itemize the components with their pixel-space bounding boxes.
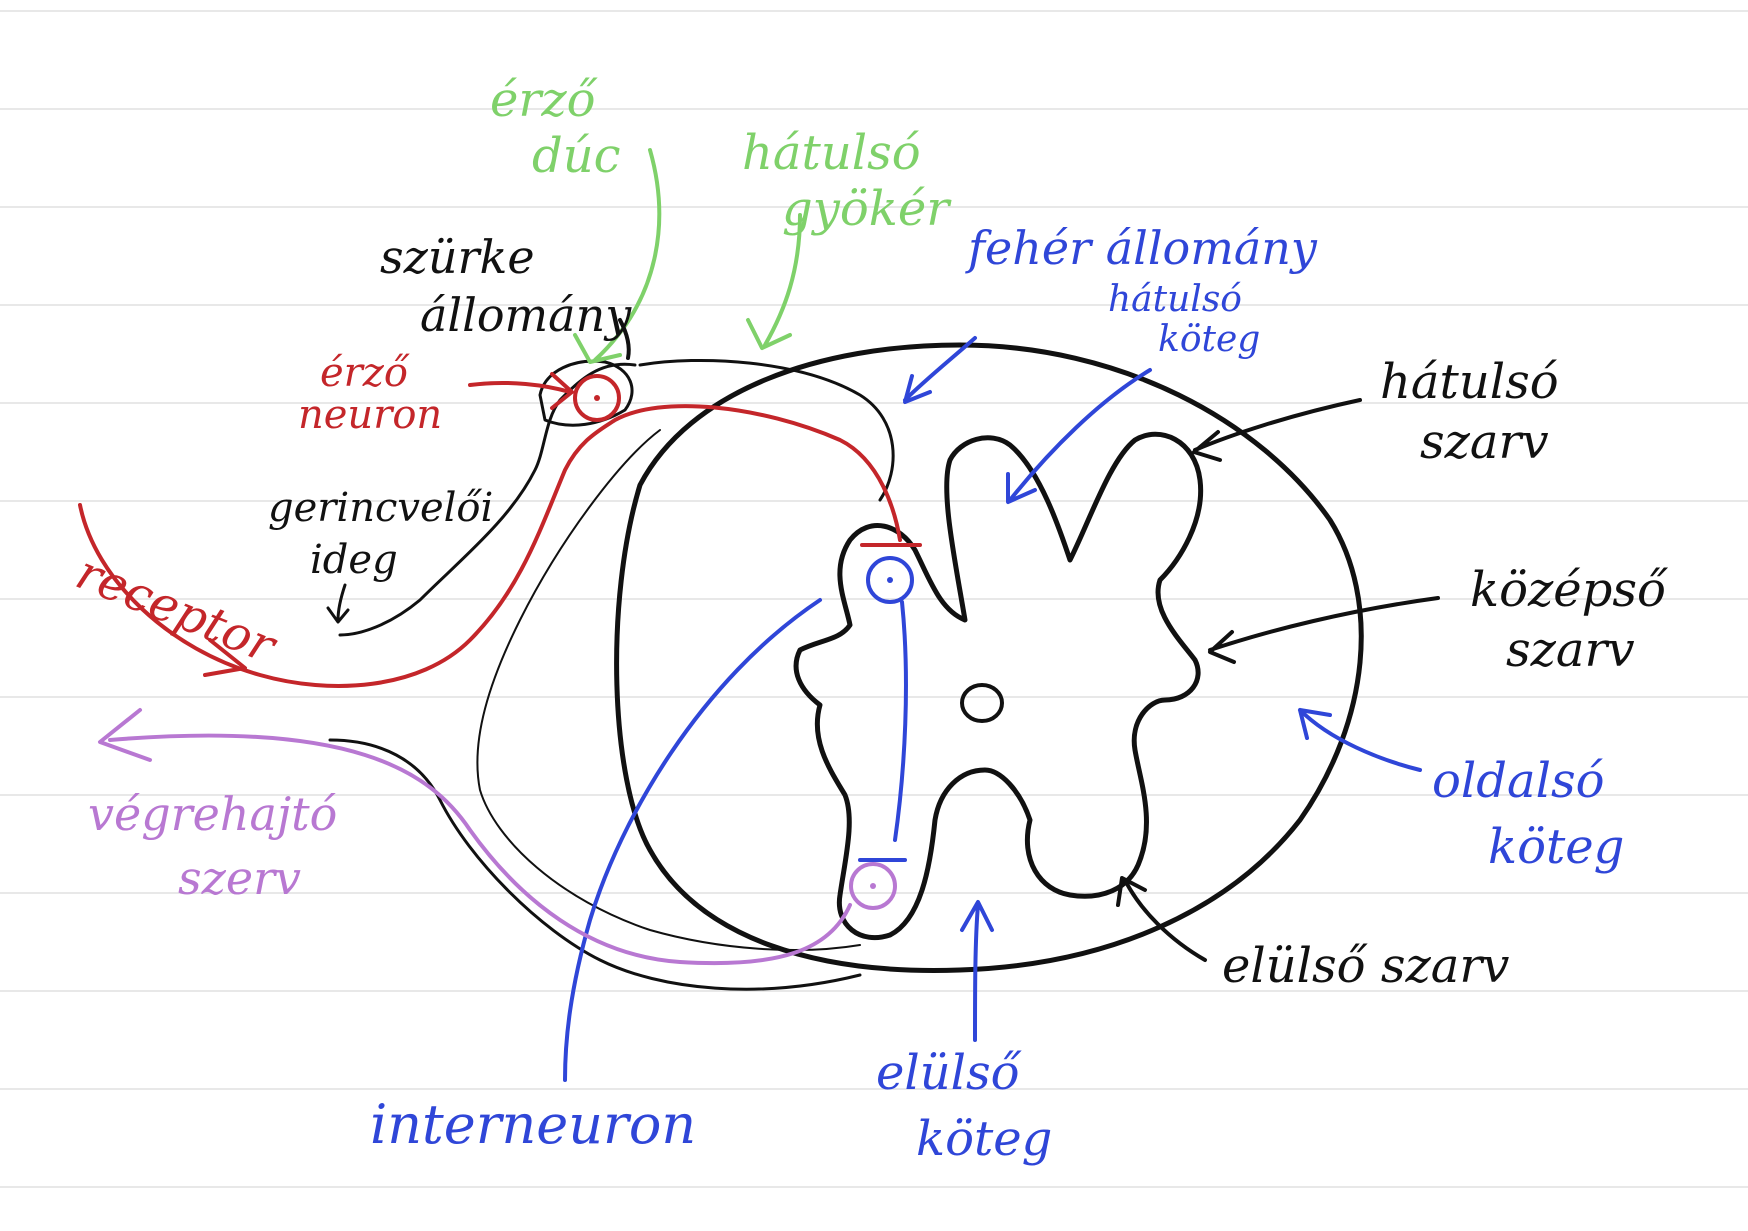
- label-anterior-column: elülső köteg: [876, 1040, 1052, 1172]
- posterior-column-arrow: [1006, 368, 1152, 504]
- ruled-line: [0, 990, 1748, 992]
- ruled-line: [0, 108, 1748, 110]
- ruled-line: [0, 598, 1748, 600]
- sensory-pathway: [78, 404, 902, 688]
- ruled-line: [0, 696, 1748, 698]
- label-line: köteg: [916, 1111, 1053, 1167]
- label-sensory-ganglion: érző dúc: [490, 72, 621, 184]
- label-line: hátulsó: [1108, 279, 1242, 320]
- ruled-line: [0, 892, 1748, 894]
- motor-neuron-body: [849, 862, 897, 910]
- central-canal: [960, 683, 1004, 723]
- label-sensory-neuron: érző neuron: [298, 352, 442, 436]
- label-line: gyökér: [782, 181, 950, 237]
- ruled-line: [0, 1186, 1748, 1188]
- label-grey-matter: szürke állomány: [380, 228, 631, 344]
- posterior-horn-arrow: [1192, 398, 1362, 462]
- sensory-neuron-nucleus: [594, 395, 600, 401]
- nerve-inner-line: [476, 429, 861, 951]
- label-line: köteg: [1488, 819, 1625, 875]
- label-line: oldalsó: [1432, 753, 1605, 809]
- nerve-sheath-outer: [328, 738, 862, 991]
- label-posterior-column: hátulsó köteg: [1108, 280, 1260, 360]
- spinal-cord-outline: [614, 342, 1364, 973]
- label-line: végrehajtó: [88, 787, 338, 841]
- ganglion-outline: [538, 359, 634, 427]
- white-matter-arrow: [903, 336, 977, 404]
- label-line: köteg: [1158, 319, 1261, 360]
- label-line: érző: [490, 72, 596, 128]
- anterior-column-arrow: [960, 900, 994, 1042]
- receptor-arrow-head: [203, 638, 247, 677]
- label-middle-horn: középső szarv: [1470, 560, 1666, 680]
- sensory-neuron-arrow: [468, 372, 574, 410]
- label-line: hátulsó: [742, 125, 921, 181]
- label-line: hátulsó: [1380, 354, 1559, 410]
- label-interneuron: interneuron: [370, 1093, 697, 1156]
- nerve-sheath-root: [338, 362, 637, 637]
- anterior-horn-arrow: [1116, 876, 1207, 962]
- label-line: ideg: [310, 537, 398, 583]
- ruled-line: [0, 402, 1748, 404]
- motor-pathway: [108, 733, 852, 966]
- label-line: érző: [320, 350, 408, 396]
- label-line: gerincvelői: [268, 485, 494, 531]
- ruled-line: [0, 500, 1748, 502]
- ruled-line: [0, 794, 1748, 796]
- label-line: szarv: [1420, 414, 1549, 470]
- label-line: állomány: [420, 288, 632, 342]
- label-line: szarv: [1506, 622, 1635, 678]
- label-effector: végrehajtó szerv: [88, 782, 337, 910]
- label-line: szerv: [178, 851, 302, 905]
- interneuron-body: [866, 556, 914, 604]
- nerve-sheath-upper: [638, 358, 895, 502]
- label-line: neuron: [298, 392, 443, 438]
- label-line: középső: [1470, 562, 1666, 618]
- sensory-neuron-body: [573, 374, 621, 422]
- ruled-line: [0, 1088, 1748, 1090]
- ruled-line: [0, 304, 1748, 306]
- ruled-line: [0, 10, 1748, 12]
- motor-arrow-head: [98, 708, 152, 762]
- label-spinal-nerve: gerincvelői ideg: [268, 482, 493, 586]
- label-posterior-root: hátulsó gyökér: [742, 125, 949, 237]
- interneuron-pointer: [563, 598, 822, 1082]
- lateral-column-arrow: [1298, 708, 1422, 772]
- label-white-matter: fehér állomány: [968, 221, 1317, 275]
- spinal-nerve-arrow: [326, 583, 350, 624]
- motor-neuron-nucleus: [870, 883, 876, 889]
- interneuron-axon: [893, 600, 908, 842]
- label-posterior-horn: hátulsó szarv: [1380, 352, 1559, 472]
- middle-horn-arrow: [1208, 596, 1440, 664]
- ruled-line: [0, 206, 1748, 208]
- label-lateral-column: oldalsó köteg: [1432, 748, 1624, 880]
- label-anterior-horn: elülső szarv: [1222, 938, 1510, 994]
- grey-matter-arrow: [618, 318, 631, 360]
- grey-matter-outline: [793, 431, 1204, 941]
- label-line: elülső: [876, 1045, 1020, 1101]
- interneuron-nucleus: [887, 577, 893, 583]
- ganglion-arrow: [573, 148, 662, 364]
- label-line: szürke: [380, 230, 535, 284]
- label-line: dúc: [532, 128, 621, 184]
- root-arrow: [746, 213, 802, 350]
